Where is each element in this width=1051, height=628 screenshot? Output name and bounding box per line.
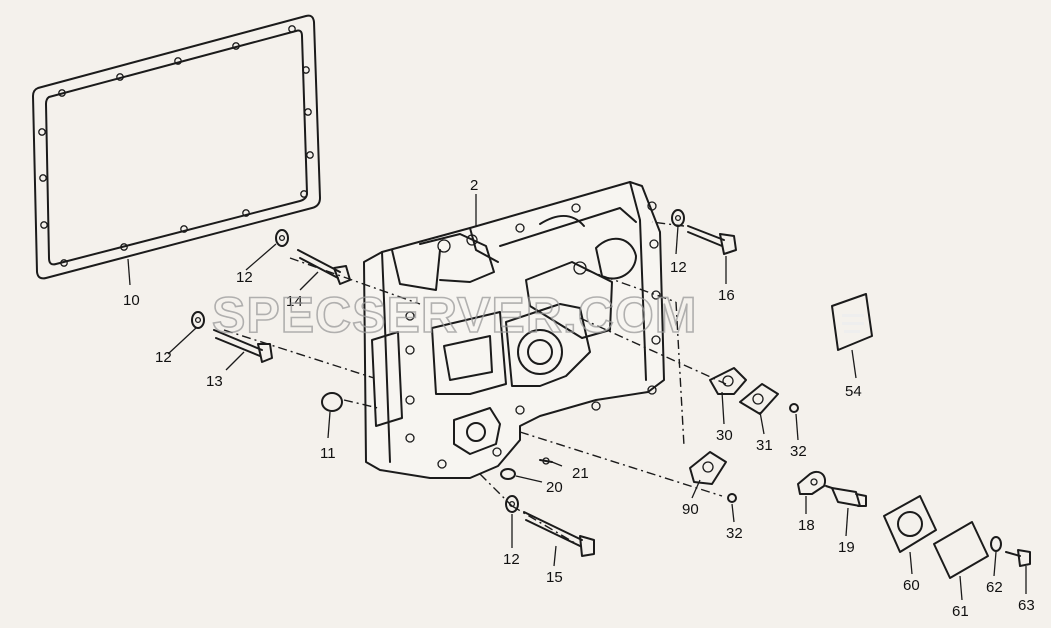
callout-30: 30 (716, 427, 733, 444)
callout-32: 32 (790, 443, 807, 460)
screw-32-lower (727, 493, 737, 503)
washer-12-lower (505, 495, 519, 513)
gasket-31 (739, 383, 779, 415)
screw-32-upper (789, 403, 799, 413)
washer-12-upper (275, 229, 289, 247)
washer-12-left (191, 311, 205, 329)
callout-12: 12 (670, 259, 687, 276)
callout-16: 16 (718, 287, 735, 304)
callout-labels: 10 2 12 14 12 13 11 12 16 54 30 31 32 21… (123, 177, 1035, 620)
watermark-text: SPECSERVER.COM (212, 287, 697, 343)
callout-54: 54 (845, 383, 862, 400)
callout-19: 19 (838, 539, 855, 556)
callout-12: 12 (503, 551, 520, 568)
clip-18 (797, 470, 826, 495)
nameplate-54 (831, 293, 873, 351)
bolt-13 (213, 329, 273, 363)
gasket-10 (32, 14, 321, 286)
callout-15: 15 (546, 569, 563, 586)
callout-31: 31 (756, 437, 773, 454)
gasket-60 (883, 495, 937, 553)
cover-30 (709, 367, 747, 395)
ring-20 (500, 468, 516, 480)
callout-2: 2 (470, 177, 478, 194)
washer-12-right (671, 209, 685, 227)
callout-12: 12 (155, 349, 172, 366)
transmission-housing-2 (363, 181, 665, 479)
screw-63 (1005, 549, 1031, 567)
callout-13: 13 (206, 373, 223, 390)
pin-21 (539, 457, 553, 465)
cover-61 (933, 521, 989, 579)
bolt-14 (297, 249, 351, 285)
callout-21: 21 (572, 465, 589, 482)
callout-63: 63 (1018, 597, 1035, 614)
callout-90: 90 (682, 501, 699, 518)
switch-19 (825, 485, 867, 507)
callout-10: 10 (123, 292, 140, 309)
callout-18: 18 (798, 517, 815, 534)
callout-14: 14 (286, 293, 303, 310)
bolt-15 (523, 511, 595, 557)
callout-62: 62 (986, 579, 1003, 596)
callout-11: 11 (320, 445, 336, 462)
flange-90 (689, 451, 727, 485)
callout-12: 12 (236, 269, 253, 286)
centerlines (223, 221, 727, 547)
callout-32: 32 (726, 525, 743, 542)
leader-lines (167, 225, 1027, 601)
washer-62 (990, 536, 1002, 552)
callout-61: 61 (952, 603, 969, 620)
bolt-16 (687, 225, 737, 255)
callout-20: 20 (546, 479, 563, 496)
plug-11 (321, 392, 343, 439)
callout-60: 60 (903, 577, 920, 594)
